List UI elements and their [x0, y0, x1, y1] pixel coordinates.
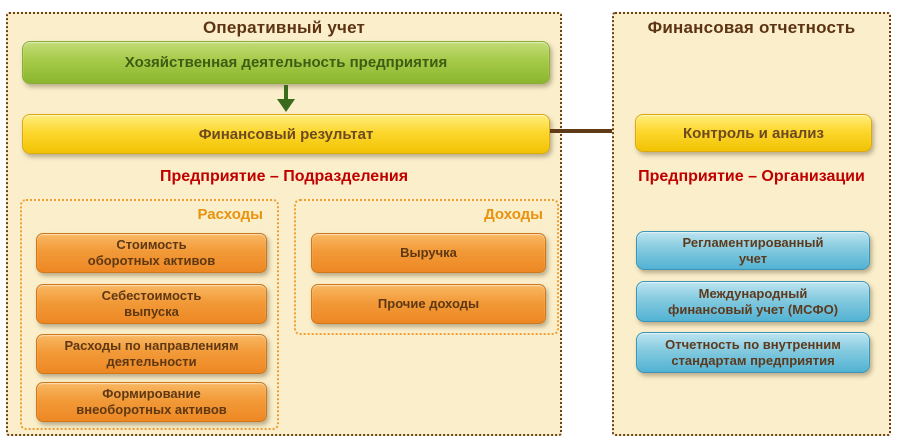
financial-reporting-panel: Финансовая отчетность Контроль и анализ …	[612, 12, 891, 436]
reporting-item-regulated: Регламентированный учет	[636, 231, 870, 270]
expense-item-current-assets-cost: Стоимость оборотных активов	[36, 233, 267, 273]
flow-arrow-icon	[550, 129, 622, 133]
control-analysis-box: Контроль и анализ	[635, 114, 872, 152]
reporting-item-ifrs: Международный финансовый учет (МСФО)	[636, 281, 870, 322]
down-arrow-icon	[277, 99, 295, 112]
income-item-other: Прочие доходы	[311, 284, 546, 324]
organizations-label: Предприятие – Организации	[638, 168, 865, 185]
income-item-revenue: Выручка	[311, 233, 546, 273]
reporting-item-internal-standards: Отчетность по внутренним стандартам пред…	[636, 332, 870, 373]
operational-accounting-panel: Оперативный учет Хозяйственная деятельно…	[6, 12, 562, 436]
expense-item-activity-directions: Расходы по направлениям деятельности	[36, 334, 267, 374]
down-arrow-icon	[284, 85, 288, 100]
subdivisions-label: Предприятие – Подразделения	[159, 168, 409, 185]
financial-result-box: Финансовый результат	[22, 114, 550, 154]
incomes-group-title: Доходы	[484, 206, 543, 223]
right-panel-title: Финансовая отчетность	[647, 18, 856, 37]
left-panel-title: Оперативный учет	[202, 18, 366, 37]
expenses-group: Расходы Стоимость оборотных активов Себе…	[20, 199, 279, 430]
business-activity-box: Хозяйственная деятельность предприятия	[22, 41, 550, 84]
expense-item-output-cost: Себестоимость выпуска	[36, 284, 267, 324]
expenses-group-title: Расходы	[197, 206, 263, 223]
expense-item-noncurrent-assets: Формирование внеоборотных активов	[36, 382, 267, 422]
incomes-group: Доходы Выручка Прочие доходы	[294, 199, 559, 335]
